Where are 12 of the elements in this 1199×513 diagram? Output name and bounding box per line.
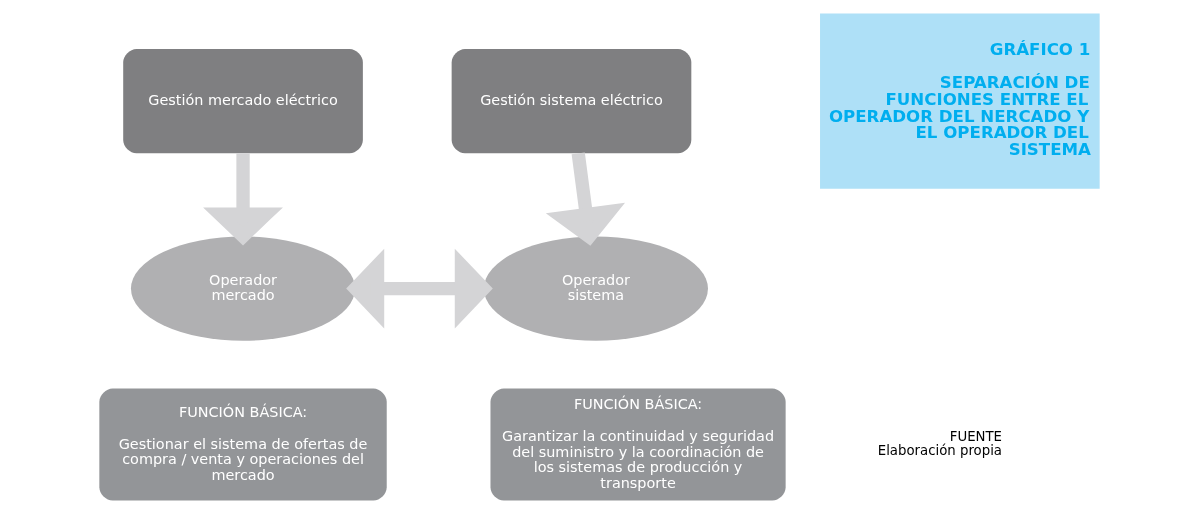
node-box: GRÁFICO 1 SEPARACIÓN DE FUNCIONES ENTRE EL OPERADOR DEL NERCADO Y EL OPERADOR DEL SISTEMA — [820, 12, 1100, 189]
node-ellipse: Operador mercado — [130, 235, 356, 341]
node-box: Gestión sistema eléctrico — [451, 48, 692, 153]
label: Elaboración propia — [877, 442, 1003, 458]
label: FUENTE — [949, 428, 1003, 444]
node-box: FUNCIÓN BÁSICA: Garantizar la continuidad y seguridad del suministro y la coordinación de los sistemas de producción y transporte — [490, 388, 786, 501]
node-box: FUNCIÓN BÁSICA: Gestionar el sistema de ofertas de compra / venta y operaciones del mercado — [99, 388, 387, 501]
node-ellipse: Operador sistema — [483, 235, 708, 341]
arrow — [346, 248, 493, 329]
arrow — [203, 152, 283, 245]
node-box: Gestión mercado eléctrico — [123, 48, 363, 153]
arrow — [545, 151, 626, 246]
